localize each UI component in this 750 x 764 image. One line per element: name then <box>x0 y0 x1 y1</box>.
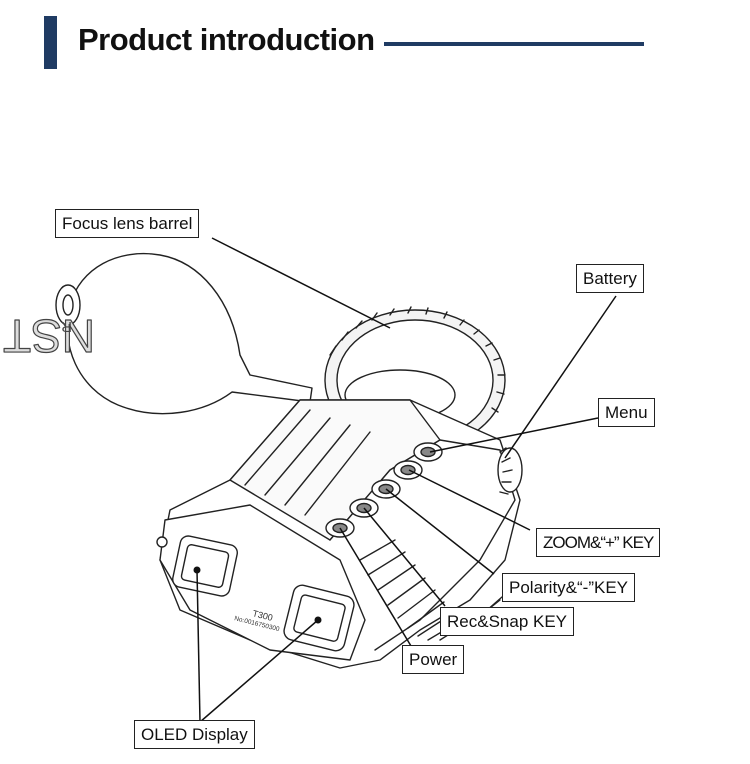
model-text: T300 <box>252 608 274 623</box>
leader-oled-left <box>196 569 201 723</box>
leader-polarity <box>385 488 495 575</box>
label-polarity-minus-key: Polarity&“-”KEY <box>502 573 636 602</box>
label-battery: Battery <box>576 264 644 293</box>
cap-logo-mark: R <box>61 318 72 335</box>
title-accent-bar <box>44 16 57 69</box>
leader-menu <box>429 417 599 453</box>
leader-dots <box>193 566 322 624</box>
label-focus-lens-barrel: Focus lens barrel <box>55 209 200 238</box>
leader-rec <box>363 507 446 607</box>
label-rec-snap-key: Rec&Snap KEY <box>440 607 575 636</box>
label-zoom-plus-key: ZOOM&“+” KEY <box>536 528 661 557</box>
label-power: Power <box>402 645 465 674</box>
label-oled-display: OLED Display <box>134 720 255 749</box>
leader-oled-right <box>199 619 319 723</box>
leader-focus <box>211 237 391 329</box>
page-title: Product introduction <box>78 22 375 57</box>
lens-cap: NST R <box>2 253 313 415</box>
title-underline <box>384 42 644 46</box>
label-menu: Menu <box>598 398 655 427</box>
leader-battery <box>504 295 617 459</box>
leader-power <box>339 527 412 647</box>
cap-logo-text: NST <box>3 310 95 362</box>
leader-zoom <box>408 469 531 531</box>
leader-lines <box>196 237 617 723</box>
